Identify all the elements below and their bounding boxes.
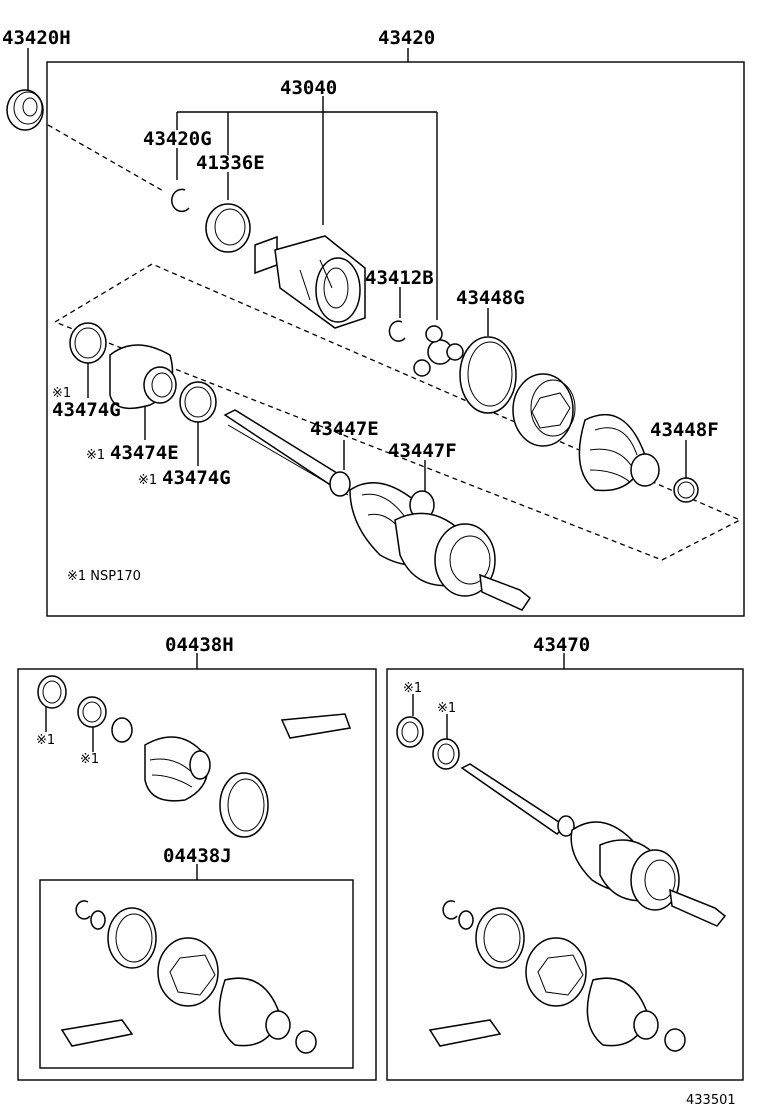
boot-outer	[578, 414, 660, 492]
label-43412B: 43412B	[365, 267, 434, 289]
mark-h2: ※1	[80, 752, 99, 767]
dashed-group	[54, 263, 742, 561]
ring-41336E	[205, 203, 251, 253]
label-43470: 43470	[533, 634, 590, 656]
mark-r1: ※1	[403, 681, 422, 696]
dashed-leader-seal	[47, 124, 166, 193]
label-43474G-a: 43474G	[52, 399, 121, 421]
label-43474E: 43474E	[110, 442, 179, 464]
boot-43474E	[109, 344, 177, 410]
label-43448F: 43448F	[650, 419, 719, 441]
mark-h1: ※1	[36, 733, 55, 748]
frame-43470	[386, 668, 744, 1081]
clamp-43474G-a	[69, 322, 107, 364]
oil-seal-43420H	[6, 89, 44, 131]
frame-43420	[46, 61, 745, 617]
label-43474G-b: 43474G	[162, 467, 231, 489]
label-41336E: 41336E	[196, 152, 265, 174]
mark-r2: ※1	[437, 701, 456, 716]
label-43420: 43420	[378, 27, 435, 49]
label-04438H: 04438H	[165, 634, 234, 656]
label-43040: 43040	[280, 77, 337, 99]
kit-04438H-parts	[37, 675, 352, 838]
label-43448G: 43448G	[456, 287, 525, 309]
tripod-joint	[413, 325, 464, 377]
drive-shaft	[223, 409, 532, 611]
snap-ring-43420G	[171, 188, 190, 213]
clamp-43474G-b	[179, 381, 217, 423]
kit-43470-parts	[396, 716, 727, 1052]
mark-43474E: ※1	[86, 448, 105, 463]
label-43420G: 43420G	[143, 128, 212, 150]
snap-ring-43412B	[388, 320, 406, 342]
note-nsp170: ※1 NSP170	[67, 569, 141, 584]
band-43448F	[673, 477, 699, 503]
boot-band-43448G	[459, 336, 517, 414]
label-43447F: 43447F	[388, 440, 457, 462]
label-04438J: 04438J	[163, 845, 232, 867]
figure-number: 433501	[686, 1093, 736, 1108]
joint-housing-43040	[254, 235, 366, 329]
mark-43474G-b: ※1	[138, 473, 157, 488]
damper-ring	[512, 373, 576, 447]
kit-04438J-parts	[60, 900, 317, 1054]
label-43420H: 43420H	[2, 27, 71, 49]
mark-43474G-a: ※1	[52, 386, 71, 401]
label-43447E: 43447E	[310, 418, 379, 440]
